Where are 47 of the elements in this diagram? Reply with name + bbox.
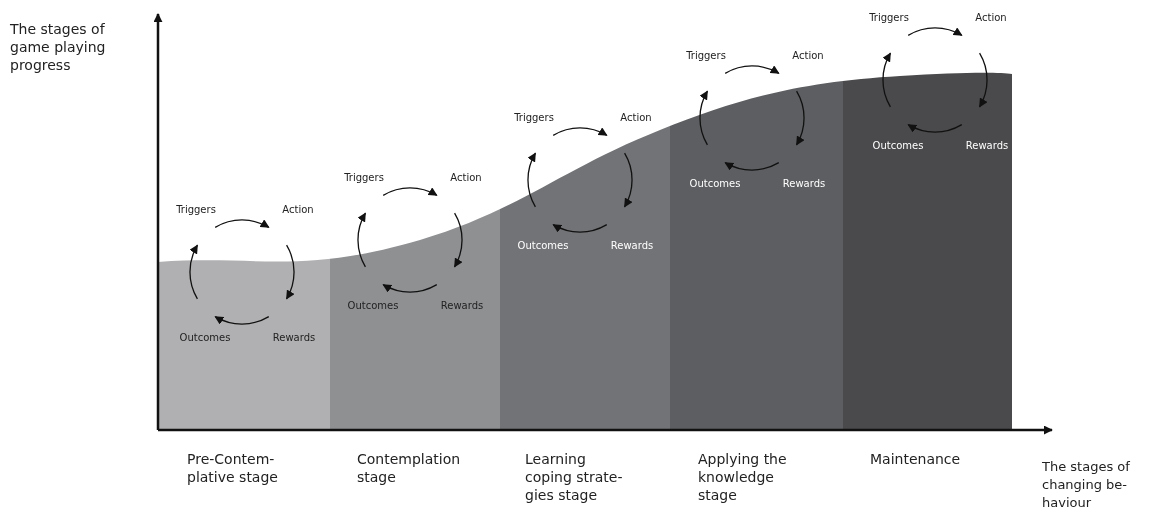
cycle-step-label: Action	[620, 111, 652, 123]
cycle-step-label: Rewards	[272, 331, 316, 343]
cycle-arrow	[552, 223, 608, 233]
cycle-step-label: Triggers	[344, 171, 384, 183]
cycle-arrow	[382, 283, 438, 293]
cycle-step-label: Rewards	[782, 177, 826, 189]
cycle-step-label: Action	[792, 49, 824, 61]
cycle-step-label: Triggers	[514, 111, 554, 123]
cycle-step-label: Outcomes	[872, 139, 924, 151]
cycle-step-label: Rewards	[965, 139, 1009, 151]
stage-name: Learning coping strate- gies stage	[525, 450, 624, 504]
cycle-arrow	[724, 65, 780, 75]
cycle-arrow	[214, 315, 270, 325]
cycle-arrow	[453, 212, 463, 268]
cycle-arrow	[795, 90, 805, 146]
cycle-arrow	[357, 212, 367, 268]
axis-title: The stages of changing be- haviour	[1042, 458, 1131, 512]
stage-name: Maintenance	[870, 450, 962, 468]
cycle-arrow	[978, 52, 988, 108]
stage-name: Applying the knowledge stage	[698, 450, 788, 504]
cycle-step-label: Outcomes	[179, 331, 231, 343]
cycle-arrow	[699, 90, 709, 146]
stage-name: Pre-Contem- plative stage	[187, 450, 279, 486]
cycle-step-label: Rewards	[610, 239, 654, 251]
cycle-step-label: Action	[975, 11, 1007, 23]
cycle-step-label: Outcomes	[689, 177, 741, 189]
cycle-arrow	[907, 27, 963, 37]
cycle-arrow	[382, 187, 438, 197]
cycle-arrow	[189, 244, 199, 300]
cycle-step-label: Rewards	[440, 299, 484, 311]
cycle-arrow	[882, 52, 892, 108]
stage-name: Contemplation stage	[357, 450, 462, 486]
cycle-arrow	[285, 244, 295, 300]
cycle-step-label: Triggers	[176, 203, 216, 215]
cycle-step-label: Triggers	[686, 49, 726, 61]
cycle-arrow	[527, 152, 537, 208]
cycle-step-label: Triggers	[869, 11, 909, 23]
axis-title: The stages of game playing progress	[10, 20, 107, 74]
cycle-arrow	[623, 152, 633, 208]
cycle-step-label: Action	[450, 171, 482, 183]
cycle-step-label: Action	[282, 203, 314, 215]
cycle-arrow	[724, 161, 780, 171]
cycle-arrow	[552, 127, 608, 137]
cycle-arrow	[907, 123, 963, 133]
cycle-step-label: Outcomes	[347, 299, 399, 311]
cycle-step-label: Outcomes	[517, 239, 569, 251]
cycle-arrow	[214, 219, 270, 229]
